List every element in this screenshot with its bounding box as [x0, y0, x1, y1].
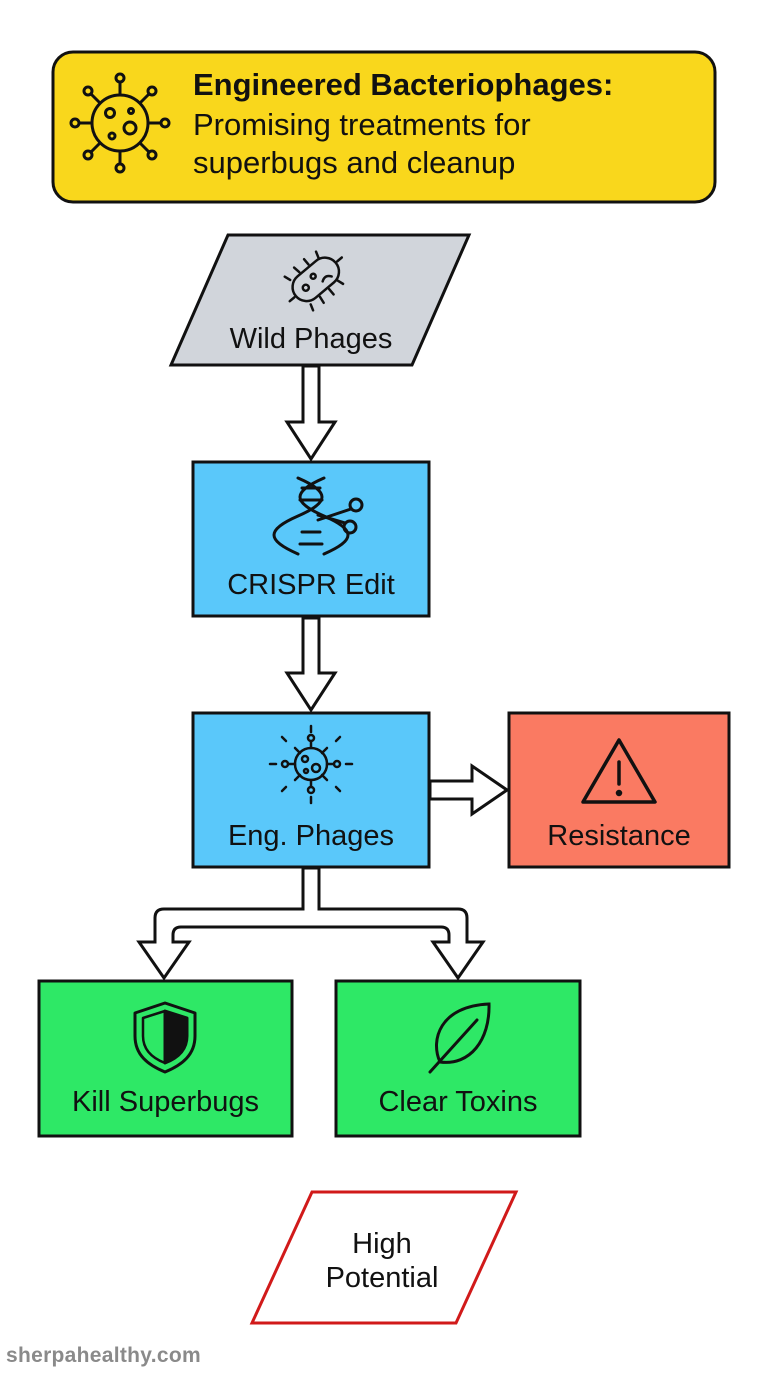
arrow-eng-to-resistance [428, 763, 510, 817]
node-eng-phages [191, 711, 431, 869]
node-high-potential [249, 1190, 519, 1325]
dna-scissors-icon [272, 476, 364, 556]
phage-icon [268, 724, 354, 805]
node-wild-phages [168, 233, 472, 367]
virus-icon [69, 72, 171, 174]
warning-icon [581, 738, 657, 804]
label-resistance: Resistance [547, 820, 691, 852]
arrow-crispr-to-eng [284, 616, 338, 713]
watermark: sherpahealthy.com [6, 1344, 201, 1367]
bacterium-icon [283, 250, 345, 312]
header-title: Engineered Bacteriophages: [193, 67, 614, 102]
shield-icon [133, 1001, 197, 1074]
label-high-potential: High Potential [325, 1228, 439, 1294]
arrow-eng-to-outcomes [136, 866, 486, 981]
header-subtitle: Promising treatments for superbugs and c… [193, 107, 531, 180]
label-crispr-edit: CRISPR Edit [227, 569, 395, 601]
label-wild-phages: Wild Phages [229, 323, 393, 355]
node-clear-toxins [334, 979, 582, 1138]
label-clear-toxins: Clear Toxins [378, 1086, 538, 1118]
header-banner [51, 50, 717, 204]
label-kill-superbugs: Kill Superbugs [72, 1086, 259, 1118]
arrow-wild-to-crispr [284, 364, 338, 462]
leaf-icon [428, 1002, 491, 1074]
label-eng-phages: Eng. Phages [227, 820, 395, 852]
